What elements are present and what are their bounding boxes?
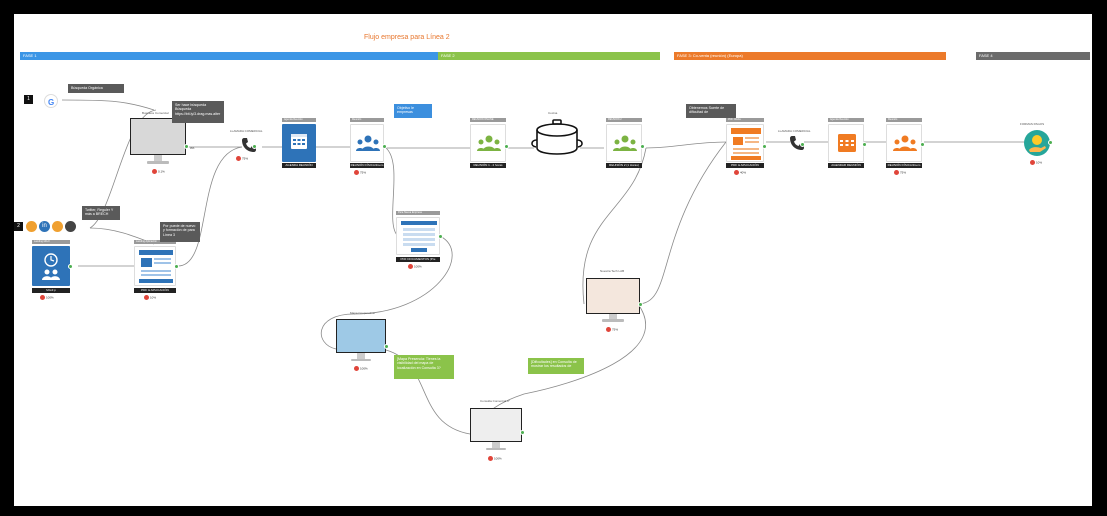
meeting4-caption: REUNIÓN FÍSICA/Zoom [886,163,922,168]
organic-search-label: Búsqueda Orgánica [68,84,124,93]
diagram-title: Flujo empresa para Línea 2 [364,34,450,41]
meeting3-ok-dot [640,144,645,149]
landing-note: Ser hace búsqueda Búsqueda https://bit.l… [172,101,224,123]
email-icon[interactable] [65,221,76,232]
calendar-icon[interactable] [282,124,316,162]
svg-text:G: G [48,98,54,107]
phase-bar-4: FASE 4 [976,52,1090,60]
funnel-canvas: Flujo empresa para Línea 2 FASE 1 FASE 2… [14,14,1092,506]
step-number-1: 1 [24,95,33,104]
google-icon[interactable]: G [44,94,58,108]
meeting4-people-icon[interactable] [886,124,922,162]
form-header: Para Nueva Empresa [396,211,440,215]
results-note: [Dificultades] en Consulta de mostrar lo… [528,358,584,374]
calendar2-caption: AGENDAR REUNIÓN [828,163,864,168]
form-ok-dot [438,234,443,239]
nosotros-monitor-icon[interactable] [586,278,640,324]
money-hand-icon[interactable] [1024,130,1050,156]
meeting2-caption: REUNIÓN 1 - 2 horas [470,163,506,168]
call1-pct: 75% [236,156,248,161]
money-ok-dot [1048,140,1053,145]
map-pct: 100% [354,366,368,371]
landing-pct: 0.1% [152,169,165,174]
form-document-icon[interactable] [396,217,440,255]
pdf2-caption: PDF & APLICACIÓN [726,163,764,168]
landing-ok-dot [184,144,189,149]
calendar2-ok-dot [862,142,867,147]
consulta-monitor-icon[interactable] [470,408,522,452]
landing-label: Business Comercial [142,111,169,115]
form-caption: PDF DOCUMENTOS (Pre [396,257,440,262]
nosotros-label: Nuestra Tech LAB [600,269,625,273]
offer-document-icon[interactable] [726,124,764,162]
pdf1-ok-dot [174,264,179,269]
meeting1-pct: 75% [354,170,366,175]
calendar-icon-2[interactable] [828,124,864,162]
money-label: FORMAS PAGOS [1020,122,1045,126]
step-number-2: 2 [14,222,23,231]
pdf1-document-icon[interactable] [134,246,176,286]
calendar1-header: Agenda Reunión [282,118,316,122]
pdf2-header: PDF Oferta [726,118,764,122]
objectives-note: Objetivo le empresas [394,104,432,118]
money-pct: 10% [1030,160,1042,165]
meeting4-pct: 75% [894,170,906,175]
call2-label: LLAMADA COMERCIAL [778,129,811,133]
social-note: Twitter, Reguler Y más a BRECH [82,206,120,220]
pot-label: Cocina [548,111,558,115]
meeting2-people-icon[interactable] [470,124,506,162]
pdf1-header: Landing Aplicación [134,240,176,244]
call2-ok-dot [800,142,805,147]
pdf1-pct: 10% [144,295,156,300]
meeting4-ok-dot [920,142,925,147]
meeting2-header: REUNIÓN ONLINE [470,118,506,122]
calendar2-header: Agenda Reunión [828,118,864,122]
landing-side-pct: 0% [190,146,195,150]
phase-bar-3: FASE 3: Co-venta (reunión) (Europa) [674,52,946,60]
map-note: [Mapa Presencia: Tienes la visibilidad d… [394,355,454,379]
landing-monitor-icon[interactable] [130,118,186,166]
cooking-pot-icon [528,116,586,162]
consulta-ok-dot [520,430,525,435]
consulta-pct: 100% [488,456,502,461]
meeting1-ok-dot [382,144,387,149]
offer-note: Obtenemos Suerte de dificultad de [686,104,736,118]
map-label: Mapa Cooperativa [350,311,375,315]
meeting1-caption: REUNIÓN FÍSICA/Zoom [350,163,384,168]
meeting1-header: Reunión [350,118,384,122]
form-pct: 100% [408,264,422,269]
meeting3-header: REUNIÓN 2 [606,118,642,122]
pdf2-ok-dot [762,144,767,149]
connector-lines [61,99,1028,435]
meeting2-ok-dot [504,144,509,149]
phase-bar-1: FASE 1 [20,52,438,60]
mobile-clock-icon[interactable] [32,246,70,286]
pdf2-pct: 40% [734,170,746,175]
nosotros-pct: 75% [606,327,618,332]
meeting4-header: Reunión [886,118,922,122]
map-ok-dot [384,344,389,349]
phase-bar-2: FASE 2 [438,52,660,60]
pdf1-caption: PDF & APLICACIÓN [134,288,176,293]
mobile-pct: 100% [40,295,54,300]
meeting3-people-icon[interactable] [606,124,642,162]
consulta-label: Consulta Comercial 3° [480,399,510,403]
meeting-people-icon[interactable] [350,124,384,162]
linkedin-icon[interactable]: in [39,221,50,232]
twitter-icon[interactable] [26,221,37,232]
nosotros-ok-dot [638,302,643,307]
calendar1-caption: AGENDA REUNIÓN [282,163,316,168]
meeting3-caption: REUNIÓN 2 (1 Horas) [606,163,642,168]
pdf-note: Por puede de nuevo y formación de para L… [160,222,200,242]
mobile-ok-dot [68,264,73,269]
mobile-header: Landing Móvil [32,240,70,244]
map-monitor-icon[interactable] [336,319,386,363]
mobile-caption: Móvil p [32,288,70,293]
facebook-icon[interactable] [52,221,63,232]
call1-ok-dot [252,144,257,149]
call1-label: LLAMADA COMERCIAL [230,129,263,133]
